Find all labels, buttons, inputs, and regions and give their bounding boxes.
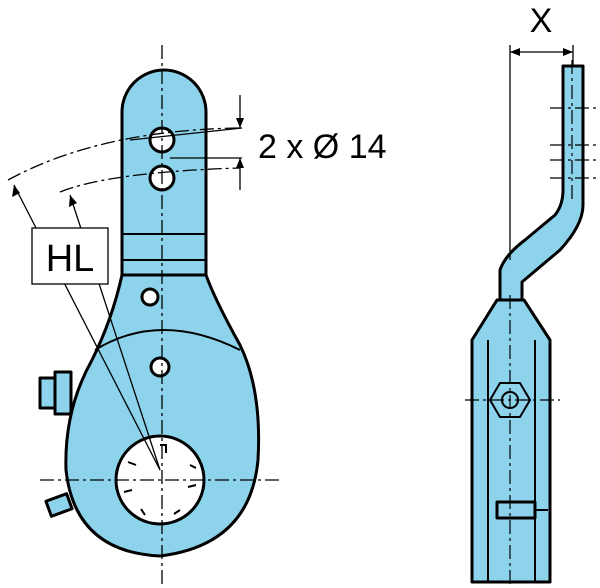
- hole-spec-label: 2 x Ø 14: [258, 128, 387, 166]
- side-arm: [498, 64, 585, 302]
- hl-label: HL: [46, 238, 95, 280]
- hl-label-box: [31, 227, 109, 285]
- side-body: [470, 298, 552, 584]
- dimension-x-label: X: [530, 2, 553, 40]
- grease-nipple: [44, 492, 74, 518]
